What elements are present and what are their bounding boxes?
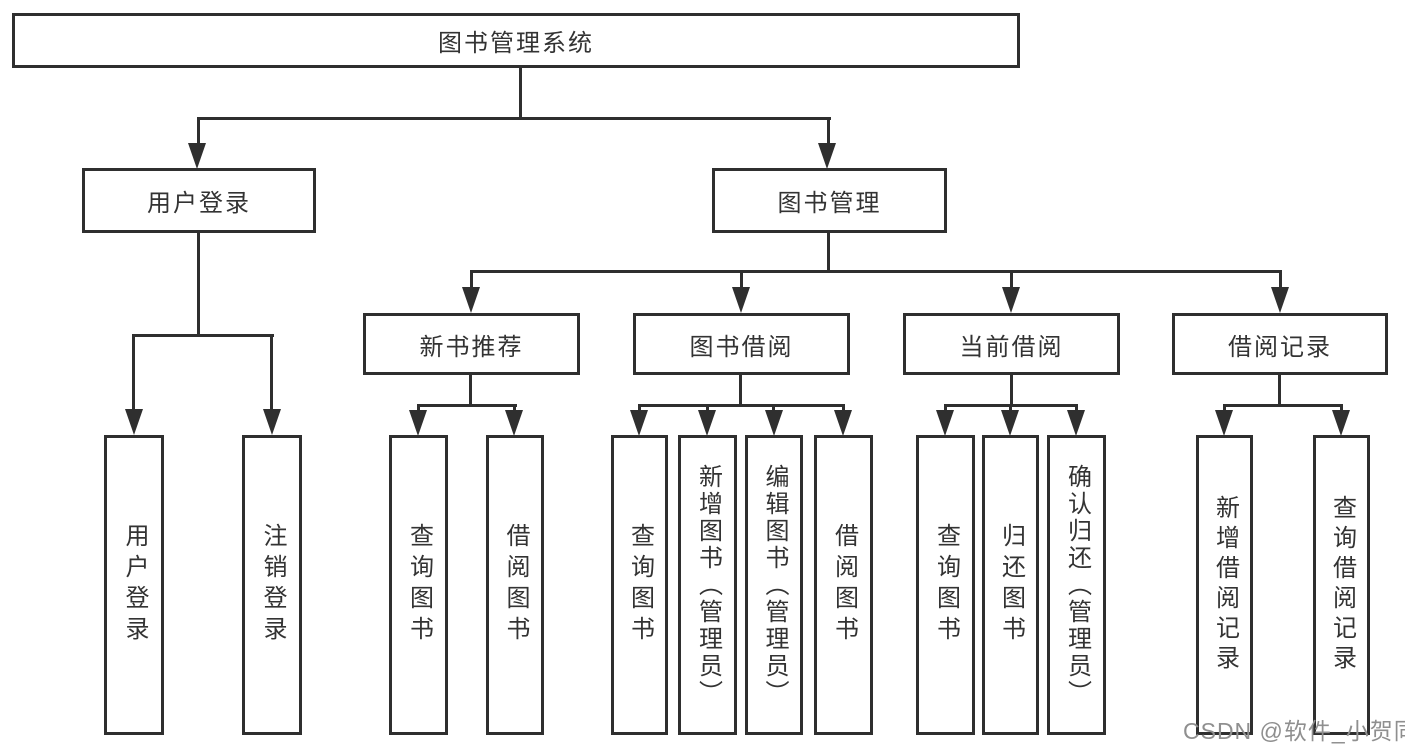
leaf-borrowing-add-books: 新增图书（管理员）: [678, 435, 737, 735]
leaf-current-confirm-return: 确认归还（管理员）: [1047, 435, 1106, 735]
arrow-records-query: [1332, 410, 1350, 436]
arrow-leaf-logout: [263, 409, 281, 435]
connector-stem-leaf-login: [132, 334, 135, 411]
arrow-new-book: [462, 287, 480, 313]
connector-stem-current-return: [1009, 404, 1012, 412]
leaf-newbook-query-books-label: 查询图书: [405, 523, 433, 647]
leaf-borrowing-edit-books: 编辑图书（管理员）: [745, 435, 803, 735]
node-book-management-label: 图书管理: [777, 190, 882, 217]
leaf-borrowing-add-books-label: 新增图书（管理员）: [694, 463, 722, 707]
connector-stem-user-login: [197, 117, 200, 144]
leaf-borrowing-query-books: 查询图书: [611, 435, 668, 735]
connector-stem-borrowing-borrow: [842, 404, 845, 412]
node-user-login: 用户登录: [82, 168, 316, 233]
leaf-current-query-books: 查询图书: [916, 435, 975, 735]
connector-borrowing-hline: [638, 404, 844, 407]
leaf-current-confirm-return-label: 确认归还（管理员）: [1063, 463, 1091, 707]
leaf-records-add-record-label: 新增借阅记录: [1211, 495, 1239, 675]
connector-stem-new-book: [470, 270, 473, 288]
connector-stem-book-management: [827, 117, 830, 144]
leaf-borrowing-borrow-books-label: 借阅图书: [830, 523, 858, 647]
leaf-records-query-record-label: 查询借阅记录: [1328, 495, 1356, 675]
node-book-borrowing: 图书借阅: [633, 313, 850, 375]
node-new-book-recommend: 新书推荐: [363, 313, 580, 375]
arrow-current-confirm: [1067, 410, 1085, 436]
connector-root-stub: [519, 67, 522, 118]
connector-stem-borrowing: [740, 270, 743, 288]
node-borrowing-records: 借阅记录: [1172, 313, 1388, 375]
arrow-borrowing-borrow: [834, 410, 852, 436]
connector-borrowing-stub: [739, 374, 742, 407]
arrow-borrowing-query: [630, 410, 648, 436]
connector-user-login-stub: [197, 232, 200, 336]
connector-stem-records-add: [1223, 404, 1226, 412]
node-book-management: 图书管理: [712, 168, 947, 233]
arrow-leaf-login: [125, 409, 143, 435]
csdn-watermark: CSDN @软件_小贺同学: [1183, 718, 1405, 744]
node-new-book-recommend-label: 新书推荐: [419, 333, 524, 361]
leaf-borrowing-query-books-label: 查询图书: [626, 523, 654, 647]
connector-stem-borrowing-query: [638, 404, 641, 412]
leaf-borrowing-edit-books-label: 编辑图书（管理员）: [761, 463, 788, 707]
arrow-borrowing-add: [698, 410, 716, 436]
node-current-borrowing-label: 当前借阅: [959, 333, 1064, 361]
connector-stem-leaf-logout: [270, 334, 273, 411]
leaf-user-login-label: 用户登录: [121, 523, 148, 647]
leaf-user-login: 用户登录: [104, 435, 164, 735]
connector-stem-newbook-query: [417, 404, 420, 412]
node-book-borrowing-label: 图书借阅: [689, 333, 794, 361]
arrow-current-return: [1001, 410, 1019, 436]
connector-stem-records-query: [1340, 404, 1343, 412]
connector-root-hline: [197, 117, 831, 120]
leaf-logout: 注销登录: [242, 435, 302, 735]
node-current-borrowing: 当前借阅: [903, 313, 1120, 375]
leaf-current-return-books-label: 归还图书: [997, 523, 1025, 647]
connector-records-stub: [1278, 374, 1281, 407]
connector-records-hline: [1223, 404, 1343, 407]
arrow-user-login: [188, 143, 206, 169]
leaf-records-query-record: 查询借阅记录: [1313, 435, 1370, 735]
connector-new-book-stub: [469, 374, 472, 407]
arrow-current: [1002, 287, 1020, 313]
arrow-newbook-query: [409, 410, 427, 436]
arrow-newbook-borrow: [505, 410, 523, 436]
arrow-borrowing-edit: [765, 410, 783, 436]
connector-book-management-hline: [470, 270, 1282, 273]
leaf-logout-label: 注销登录: [259, 523, 286, 647]
leaf-newbook-query-books: 查询图书: [389, 435, 448, 735]
arrow-records: [1271, 287, 1289, 313]
arrow-current-query: [936, 410, 954, 436]
node-root-label: 图书管理系统: [438, 30, 594, 57]
node-user-login-label: 用户登录: [147, 190, 251, 217]
connector-stem-current-query: [944, 404, 947, 412]
leaf-borrowing-borrow-books: 借阅图书: [814, 435, 873, 735]
leaf-newbook-borrow-books-label: 借阅图书: [502, 523, 529, 647]
connector-new-book-hline: [417, 404, 517, 407]
arrow-book-management: [818, 143, 836, 169]
connector-book-management-stub: [827, 232, 830, 271]
connector-stem-newbook-borrow: [513, 404, 516, 412]
arrow-records-add: [1215, 410, 1233, 436]
leaf-records-add-record: 新增借阅记录: [1196, 435, 1253, 735]
leaf-current-return-books: 归还图书: [982, 435, 1039, 735]
connector-stem-borrowing-edit: [772, 404, 775, 412]
connector-stem-records: [1279, 270, 1282, 288]
connector-user-login-hline: [132, 334, 274, 337]
connector-stem-current-confirm: [1075, 404, 1078, 412]
connector-stem-current: [1010, 270, 1013, 288]
node-root: 图书管理系统: [12, 13, 1020, 68]
connector-stem-borrowing-add: [706, 404, 709, 412]
leaf-current-query-books-label: 查询图书: [932, 523, 960, 647]
node-borrowing-records-label: 借阅记录: [1228, 333, 1332, 361]
arrow-borrowing: [732, 287, 750, 313]
connector-current-stub: [1010, 374, 1013, 407]
leaf-newbook-borrow-books: 借阅图书: [486, 435, 544, 735]
